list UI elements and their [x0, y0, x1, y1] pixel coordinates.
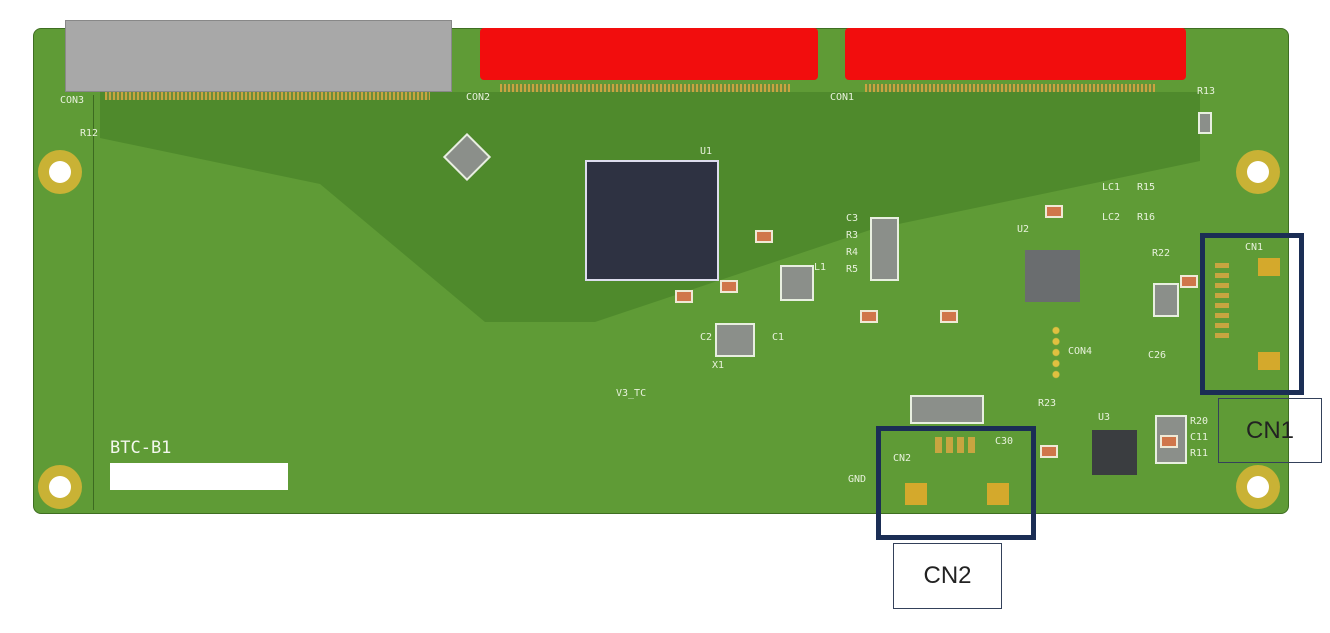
silk-c11: C11	[1190, 432, 1209, 443]
silk-r3: R3	[846, 230, 859, 241]
cn2-pad	[905, 483, 927, 505]
silk-cn2: CN2	[893, 453, 912, 464]
silk-r13: R13	[1197, 86, 1216, 97]
silk-con3: CON3	[60, 95, 85, 106]
silk-r22: R22	[1152, 248, 1171, 259]
cn2-highlight-box	[876, 426, 1036, 540]
silk-lc2: LC2	[1102, 212, 1121, 223]
cn1-callout-label: CN1	[1218, 398, 1322, 463]
silk-gnd: GND	[848, 474, 867, 485]
mounting-hole	[38, 465, 82, 509]
u3-chip	[1092, 430, 1137, 475]
con4-header	[1050, 325, 1062, 380]
cn2-callout-label: CN2	[893, 543, 1002, 609]
mounting-hole	[38, 150, 82, 194]
silk-lc1: LC1	[1102, 182, 1121, 193]
resistor-array	[870, 217, 899, 281]
silk-r20: R20	[1190, 416, 1209, 427]
silk-r12: R12	[80, 128, 99, 139]
cn1-pad	[1258, 258, 1280, 276]
x1-crystal	[715, 323, 755, 357]
cn2-pad	[987, 483, 1009, 505]
cn2-callout-text: CN2	[923, 562, 972, 589]
silk-cn1: CN1	[1245, 242, 1264, 253]
cn1-pad	[1258, 352, 1280, 370]
silk-x1: X1	[712, 360, 725, 371]
cn1-callout-text: CN1	[1245, 416, 1294, 444]
resistor-array	[910, 395, 984, 424]
u8-chip	[1153, 283, 1179, 317]
l1-inductor	[780, 265, 814, 301]
silk-v3-tc: V3_TC	[616, 388, 647, 399]
board-edge-line	[93, 95, 94, 510]
label-area	[110, 463, 288, 490]
silk-c30: C30	[995, 436, 1014, 447]
silk-r5: R5	[846, 264, 859, 275]
silk-con2: CON2	[466, 92, 491, 103]
silk-c3: C3	[846, 213, 859, 224]
silk-c1: C1	[772, 332, 785, 343]
silk-c2: C2	[700, 332, 713, 343]
con1-connector	[845, 28, 1186, 80]
cn1-pins	[1215, 258, 1229, 338]
con3-connector	[65, 20, 452, 92]
silk-r11: R11	[1190, 448, 1209, 459]
silk-r16: R16	[1137, 212, 1156, 223]
silk-c26: C26	[1148, 350, 1167, 361]
silk-u3: U3	[1098, 412, 1111, 423]
u2-chip	[1025, 250, 1080, 302]
cn2-pins	[935, 437, 979, 453]
silk-con4: CON4	[1068, 346, 1093, 357]
silk-r15: R15	[1137, 182, 1156, 193]
mounting-hole	[1236, 465, 1280, 509]
u1-chip	[585, 160, 719, 281]
silk-l1: L1	[814, 262, 827, 273]
silk-u2: U2	[1017, 224, 1030, 235]
silk-r4: R4	[846, 247, 859, 258]
r13-resistor	[1198, 112, 1212, 134]
silk-r23: R23	[1038, 398, 1057, 409]
con2-connector	[480, 28, 818, 80]
cn1-highlight-box	[1200, 233, 1304, 395]
board-name: BTC-B1	[110, 438, 172, 458]
silk-u1: U1	[700, 146, 713, 157]
mounting-hole	[1236, 150, 1280, 194]
silk-con1: CON1	[830, 92, 855, 103]
